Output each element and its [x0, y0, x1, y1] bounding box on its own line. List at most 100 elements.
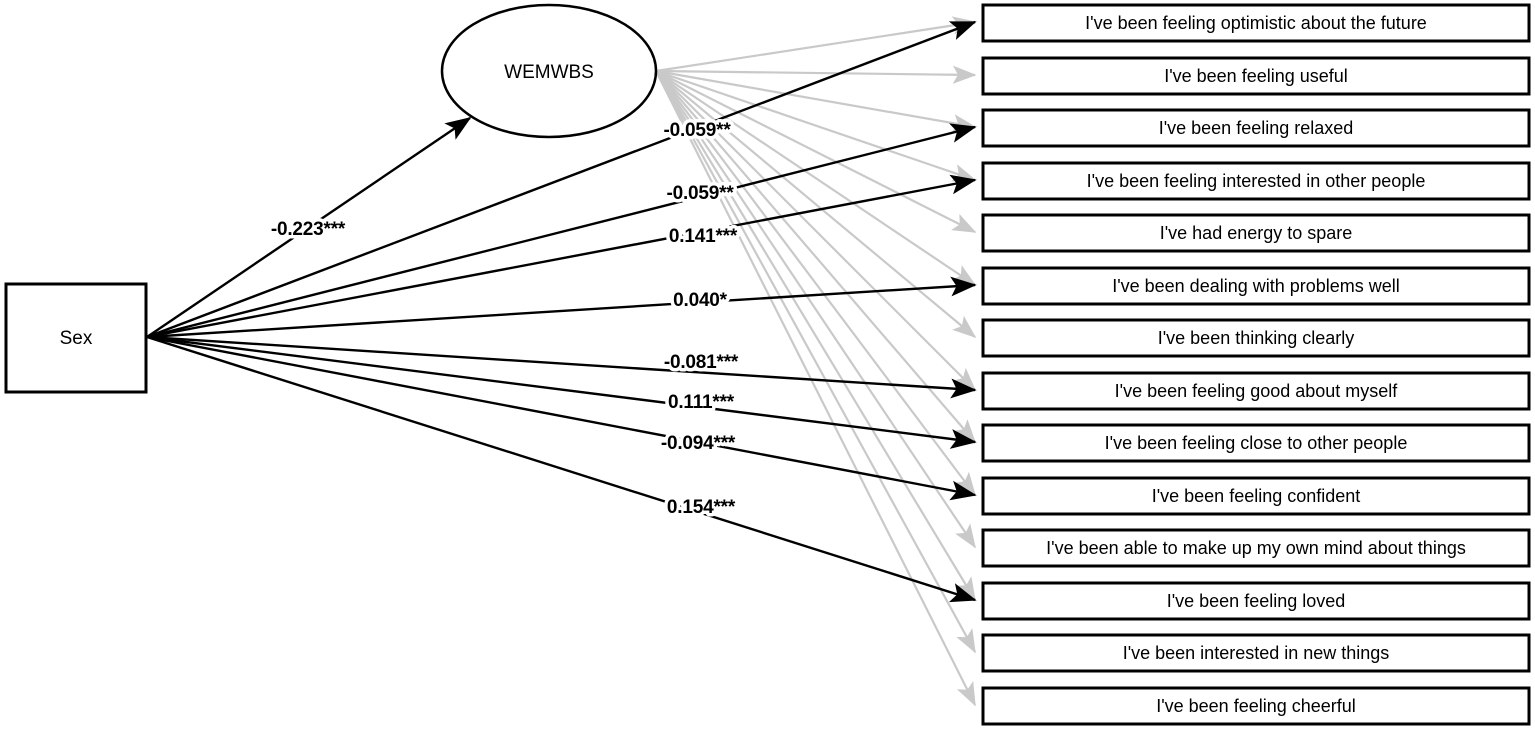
direct-effect-paths — [146, 20, 977, 603]
direct-path-sex-to-item-12 — [146, 335, 977, 603]
loading-path-4 — [655, 69, 977, 182]
indicator-label: I've been feeling optimistic about the f… — [1085, 13, 1427, 33]
svg-text:-0.081***: -0.081*** — [664, 352, 739, 373]
indicator-box-shape — [981, 633, 1531, 673]
indicator-box-12[interactable]: I've been feeling loved — [981, 581, 1531, 621]
indicator-label: I've been feeling good about myself — [1115, 381, 1399, 401]
indicator-box-5[interactable]: I've had energy to spare — [981, 213, 1531, 253]
indicator-box-shape — [981, 108, 1531, 148]
wemwbs-ellipse-shape — [440, 3, 658, 139]
direct-path-sex-to-item-10 — [146, 335, 977, 501]
loading-path-13 — [655, 70, 976, 654]
indicator-box-13[interactable]: I've been interested in new things — [981, 633, 1531, 673]
coefficient-value: 0.141*** — [669, 226, 738, 247]
loading-path-10 — [655, 70, 976, 497]
direct-path-sex-to-wemwbs — [146, 117, 472, 338]
indicator-box-shape — [981, 266, 1531, 306]
indicator-box-shape — [981, 56, 1531, 96]
coefficient-label-sex-to-item-10: -0.094*** -0.094*** — [657, 430, 739, 458]
direct-path-sex-to-item-3 — [146, 123, 977, 339]
loading-path-9 — [655, 70, 977, 444]
indicator-box-shape — [981, 213, 1531, 253]
direct-path-sex-to-item-9 — [146, 335, 977, 449]
direct-path-sex-to-item-1 — [146, 20, 977, 339]
indicator-label: I've been thinking clearly — [1158, 328, 1355, 348]
indicator-box-shape — [981, 371, 1531, 411]
node-sex[interactable]: Sex — [4, 282, 148, 394]
coefficient-label-group: -0.223*** -0.223*** -0.059** -0.059** -0… — [267, 117, 742, 522]
indicator-label: I've been feeling close to other people — [1105, 433, 1408, 453]
loading-path-11 — [655, 70, 976, 549]
indicator-label: I've been feeling relaxed — [1159, 118, 1354, 138]
loading-path-7 — [655, 70, 977, 339]
loading-path-14 — [655, 70, 976, 707]
indicator-box-shape — [981, 476, 1531, 516]
coefficient-label-sex-to-item-3: -0.059** -0.059** — [663, 180, 738, 208]
indicator-label: I've been dealing with problems well — [1112, 276, 1400, 296]
coefficient-value: 0.111*** — [668, 392, 735, 413]
loading-path-1 — [655, 16, 977, 73]
svg-text:0.111***: 0.111*** — [668, 392, 735, 413]
svg-text:-0.223***: -0.223*** — [271, 219, 346, 240]
indicator-box-3[interactable]: I've been feeling relaxed — [981, 108, 1531, 148]
latent-loading-paths — [655, 16, 977, 707]
coefficient-label-sex-to-item-4: 0.141*** 0.141*** — [665, 223, 741, 251]
indicator-box-2[interactable]: I've been feeling useful — [981, 56, 1531, 96]
indicator-label: I've been feeling useful — [1164, 66, 1348, 86]
indicator-label: I've been feeling confident — [1152, 486, 1361, 506]
indicator-box-shape — [981, 3, 1531, 43]
coefficient-label-sex-to-item-1: -0.059** -0.059** — [660, 117, 735, 145]
direct-path-sex-to-item-6 — [146, 276, 977, 339]
indicator-box-10[interactable]: I've been feeling confident — [981, 476, 1531, 516]
indicator-box-8[interactable]: I've been feeling good about myself — [981, 371, 1531, 411]
loading-path-3 — [655, 69, 977, 133]
svg-text:-0.059**: -0.059** — [663, 120, 731, 141]
svg-text:0.154***: 0.154*** — [667, 497, 736, 518]
svg-text:0.141***: 0.141*** — [669, 226, 738, 247]
coefficient-value: -0.081*** — [664, 352, 739, 373]
loading-path-6 — [655, 70, 977, 286]
sex-box-shape — [4, 282, 148, 394]
coefficient-label-sex-to-item-12: 0.154*** 0.154*** — [663, 494, 739, 522]
indicator-box-1[interactable]: I've been feeling optimistic about the f… — [981, 3, 1531, 43]
indicator-box-shape — [981, 686, 1531, 726]
indicator-box-shape — [981, 161, 1531, 201]
indicator-label: I've been feeling loved — [1167, 591, 1346, 611]
direct-path-sex-to-item-8 — [146, 335, 977, 399]
coefficient-value: 0.040* — [673, 290, 728, 311]
indicator-box-9[interactable]: I've been feeling close to other people — [981, 423, 1531, 463]
wemwbs-label: WEMWBS — [504, 62, 594, 83]
node-wemwbs[interactable]: WEMWBS — [440, 3, 658, 139]
loading-path-2 — [655, 65, 977, 84]
indicator-box-shape — [981, 318, 1531, 358]
indicator-box-11[interactable]: I've been able to make up my own mind ab… — [981, 528, 1531, 568]
coefficient-label-sex-to-item-9: 0.111*** 0.111*** — [664, 389, 738, 417]
indicator-label: I've been able to make up my own mind ab… — [1046, 538, 1466, 558]
sex-label: Sex — [60, 328, 93, 349]
coefficient-label-sex-to-item-6: 0.040* 0.040* — [670, 287, 732, 315]
coefficient-label-sex-to-item-8: -0.081*** -0.081*** — [660, 349, 742, 377]
indicator-box-6[interactable]: I've been dealing with problems well — [981, 266, 1531, 306]
indicator-label: I've been feeling cheerful — [1156, 696, 1356, 716]
indicator-label: I've had energy to spare — [1160, 223, 1353, 243]
indicator-label: I've been interested in new things — [1123, 643, 1390, 663]
loading-path-12 — [655, 70, 976, 602]
coefficient-value: -0.223*** — [271, 219, 346, 240]
svg-text:0.040*: 0.040* — [673, 290, 728, 311]
indicator-label: I've been feeling interested in other pe… — [1087, 171, 1426, 191]
coefficient-value: -0.059** — [663, 120, 731, 141]
indicator-box-14[interactable]: I've been feeling cheerful — [981, 686, 1531, 726]
coefficient-value: 0.154*** — [667, 497, 736, 518]
svg-text:-0.094***: -0.094*** — [661, 433, 736, 454]
indicator-box-shape — [981, 581, 1531, 621]
coefficient-value: -0.094*** — [661, 433, 736, 454]
coefficient-value: -0.059** — [666, 183, 734, 204]
coefficient-label-sex-to-wemwbs: -0.223*** -0.223*** — [267, 216, 349, 244]
loading-path-5 — [655, 70, 977, 233]
indicator-box-7[interactable]: I've been thinking clearly — [981, 318, 1531, 358]
indicator-box-4[interactable]: I've been feeling interested in other pe… — [981, 161, 1531, 201]
indicator-box-shape — [981, 423, 1531, 463]
indicator-box-group: I've been feeling optimistic about the f… — [981, 3, 1531, 726]
